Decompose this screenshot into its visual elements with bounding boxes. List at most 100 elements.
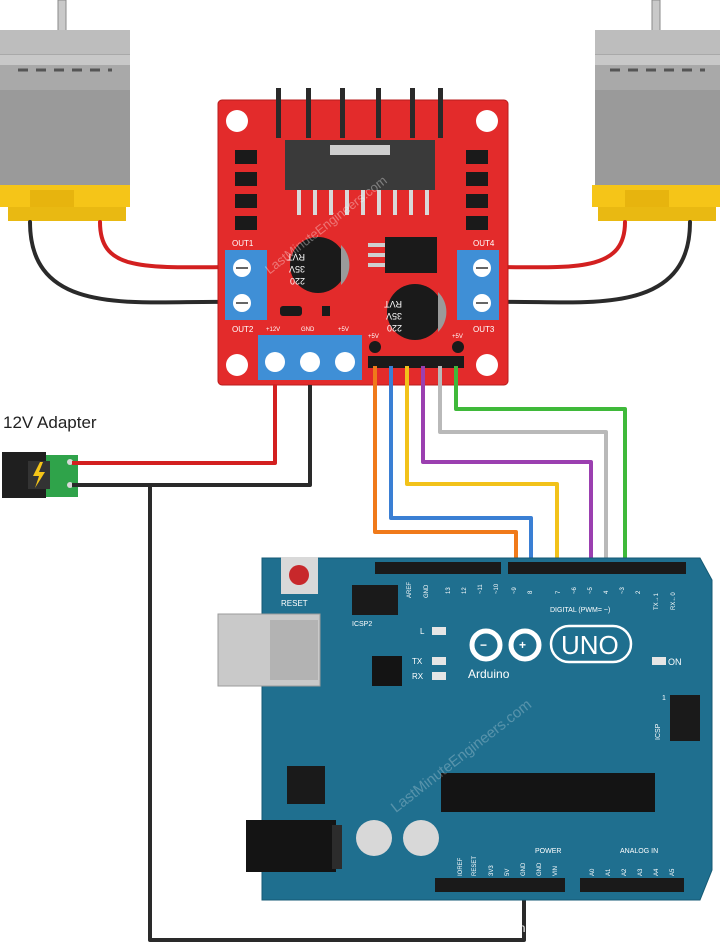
- capacitor-1: 220 35V RVT: [287, 237, 350, 293]
- label-out2: OUT2: [232, 325, 254, 334]
- svg-text:13: 13: [446, 587, 452, 594]
- left-motor: [0, 0, 130, 221]
- yellow-wire: [405, 366, 559, 560]
- orange-wire: [373, 366, 518, 560]
- ground-wire-to-arduino: [148, 485, 526, 942]
- svg-text:RVT: RVT: [287, 252, 305, 262]
- l298n-driver-board: 220 35V RVT 220 35V RVT: [217, 88, 509, 386]
- svg-text:A1: A1: [606, 868, 612, 876]
- svg-text:TX→1: TX→1: [654, 592, 660, 610]
- right-motor-red-wire: [498, 220, 627, 270]
- svg-text:8: 8: [528, 590, 534, 594]
- model-label: UNO: [561, 630, 619, 660]
- brand-label: Arduino: [468, 667, 510, 681]
- digital-pin-labels: 13 12 ~11 ~10 ~9 8 7 ~6 ~5 4 ~3 2 TX→1 R…: [446, 583, 677, 610]
- svg-text:35V: 35V: [289, 264, 305, 274]
- digital-header: [375, 562, 686, 574]
- icsp-header: [670, 695, 700, 741]
- svg-text:−: −: [480, 638, 487, 652]
- diodes-right: [466, 150, 488, 230]
- svg-text:220: 220: [387, 323, 402, 333]
- lightning-icon: [33, 462, 45, 488]
- power-pin-labels: IOREF RESET 3V3 5V GND GND VIN: [458, 856, 559, 876]
- svg-text:GND: GND: [521, 862, 527, 876]
- label-out3: OUT3: [473, 325, 495, 334]
- svg-text:RX: RX: [412, 672, 424, 681]
- terminal-out3-out4: [457, 250, 499, 320]
- svg-text:ANALOG IN: ANALOG IN: [620, 848, 658, 855]
- svg-text:IOREF: IOREF: [458, 857, 464, 876]
- svg-text:POWER: POWER: [535, 848, 561, 855]
- svg-text:~10: ~10: [494, 583, 500, 594]
- control-header: [368, 341, 464, 368]
- diodes-left: [235, 150, 257, 230]
- heatsink: [276, 88, 443, 190]
- svg-text:4: 4: [604, 590, 610, 594]
- svg-text:ON: ON: [668, 657, 682, 667]
- left-motor-red-wire: [98, 220, 232, 270]
- svg-text:~6: ~6: [572, 586, 578, 594]
- motor-wires: [28, 220, 692, 305]
- capacitor-2: 220 35V RVT: [384, 284, 447, 340]
- right-motor: [592, 0, 720, 221]
- jumper: [280, 306, 302, 316]
- svg-text:ICSP2: ICSP2: [352, 621, 372, 628]
- adapter-red-wire: [72, 385, 277, 465]
- gray-wire: [438, 366, 608, 560]
- ic-pins: [297, 190, 429, 215]
- svg-text:GND: GND: [537, 862, 543, 876]
- label-out1: OUT1: [232, 239, 254, 248]
- power-adapter: 12V Adapter: [2, 413, 97, 498]
- svg-text:A5: A5: [670, 868, 676, 876]
- green-wire: [454, 366, 627, 560]
- label-5v: +5V: [338, 327, 349, 333]
- left-motor-black-wire: [28, 220, 232, 305]
- label-5v-right: +5V: [452, 334, 463, 340]
- svg-text:A4: A4: [654, 868, 660, 876]
- svg-text:+: +: [519, 638, 526, 652]
- adapter-label: 12V Adapter: [3, 413, 97, 432]
- power-header: [435, 878, 684, 892]
- right-motor-black-wire: [498, 220, 692, 305]
- svg-text:A0: A0: [590, 868, 596, 876]
- purple-wire: [421, 366, 593, 560]
- microcontroller: [441, 773, 655, 812]
- label-out4: OUT4: [473, 239, 495, 248]
- url-watermark: https://blog.csdn.net/dingxiang1987824: [438, 921, 647, 935]
- svg-text:A3: A3: [638, 868, 644, 876]
- svg-text:TX: TX: [412, 657, 423, 666]
- svg-text:RESET: RESET: [281, 599, 308, 608]
- regulator-chip: [385, 237, 437, 273]
- power-wires: [72, 385, 526, 942]
- svg-text:ICSP: ICSP: [655, 723, 662, 740]
- svg-text:3V3: 3V3: [489, 865, 495, 876]
- svg-text:L: L: [420, 627, 425, 636]
- digital-label: DIGITAL (PWM= ~): [550, 607, 610, 614]
- svg-text:AREF: AREF: [407, 582, 413, 598]
- svg-text:~3: ~3: [620, 586, 626, 594]
- svg-text:12: 12: [462, 587, 468, 594]
- svg-text:VIN: VIN: [553, 866, 559, 876]
- analog-pin-labels: A0 A1 A2 A3 A4 A5: [590, 868, 676, 876]
- svg-text:A2: A2: [622, 868, 628, 876]
- svg-text:7: 7: [556, 590, 562, 594]
- svg-text:5V: 5V: [505, 869, 511, 876]
- svg-text:~11: ~11: [478, 584, 484, 594]
- svg-text:220: 220: [290, 276, 305, 286]
- label-5v-left: +5V: [368, 334, 379, 340]
- svg-text:2: 2: [636, 590, 642, 594]
- svg-text:GND: GND: [424, 584, 430, 598]
- svg-text:RESET: RESET: [472, 856, 478, 876]
- control-wires: [373, 366, 627, 560]
- svg-text:RVT: RVT: [384, 299, 402, 309]
- arduino-uno-board: RESET ICSP2 1 ICSP AREF GND: [217, 557, 713, 901]
- svg-text:~5: ~5: [588, 586, 594, 594]
- arduino-logo-icon: [469, 628, 542, 662]
- terminal-out1-out2: [225, 250, 267, 320]
- barrel-jack: [246, 820, 336, 872]
- svg-text:~9: ~9: [512, 586, 518, 594]
- label-12v: +12V: [266, 327, 280, 333]
- svg-text:35V: 35V: [386, 311, 402, 321]
- svg-text:1: 1: [662, 695, 666, 702]
